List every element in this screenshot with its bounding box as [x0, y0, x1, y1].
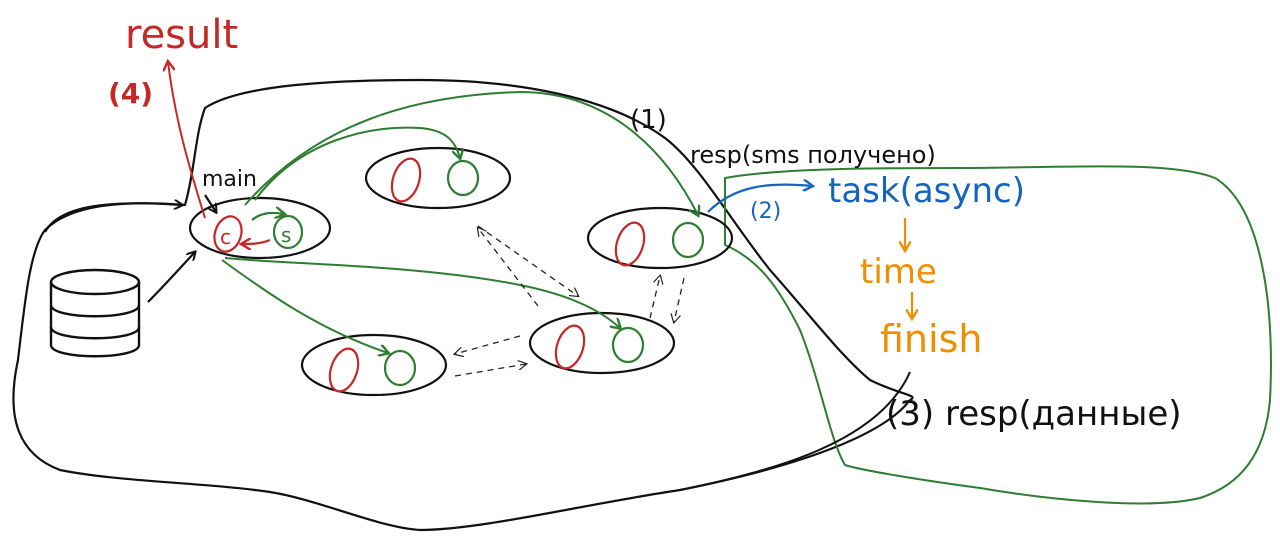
- step-4-label: (4): [108, 77, 153, 110]
- node-bottom-left[interactable]: [300, 333, 448, 397]
- node-right[interactable]: [586, 206, 734, 270]
- task-arrow: [707, 185, 812, 213]
- input-arrow: [44, 203, 182, 233]
- main-label-arrow: [204, 194, 216, 212]
- c-label: c: [220, 225, 231, 249]
- finish-return-line: [679, 371, 911, 491]
- gossip-arrows: [455, 225, 685, 377]
- task-async-label: task(async): [828, 171, 1025, 211]
- node-main[interactable]: [188, 196, 332, 260]
- step-1-label: (1): [630, 105, 667, 135]
- main-to-center-arrow: [224, 257, 620, 328]
- node-top[interactable]: [364, 146, 512, 210]
- main-to-right-arrow: [244, 90, 698, 215]
- time-label: time: [860, 252, 937, 292]
- step-3-resp-label: (3) resp(данные): [886, 394, 1182, 434]
- db-to-main-arrow: [147, 252, 195, 303]
- database-icon: [49, 268, 141, 358]
- main-label: main: [202, 167, 257, 192]
- main-to-bottom-left-arrow: [221, 259, 388, 353]
- s-label: s: [281, 223, 291, 247]
- result-arrow: [168, 62, 206, 219]
- cluster-boundary: [12, 78, 914, 532]
- s-to-c-arrow: [242, 240, 271, 244]
- c-to-s-arrow: [251, 213, 284, 221]
- result-label: result: [125, 12, 238, 58]
- finish-label: finish: [880, 317, 982, 361]
- async-region: [724, 165, 1272, 505]
- main-to-top-arrow: [254, 126, 460, 201]
- step-2-label: (2): [750, 199, 781, 224]
- resp-sms-label: resp(sms получено): [690, 141, 936, 169]
- node-center-bottom[interactable]: [528, 311, 676, 375]
